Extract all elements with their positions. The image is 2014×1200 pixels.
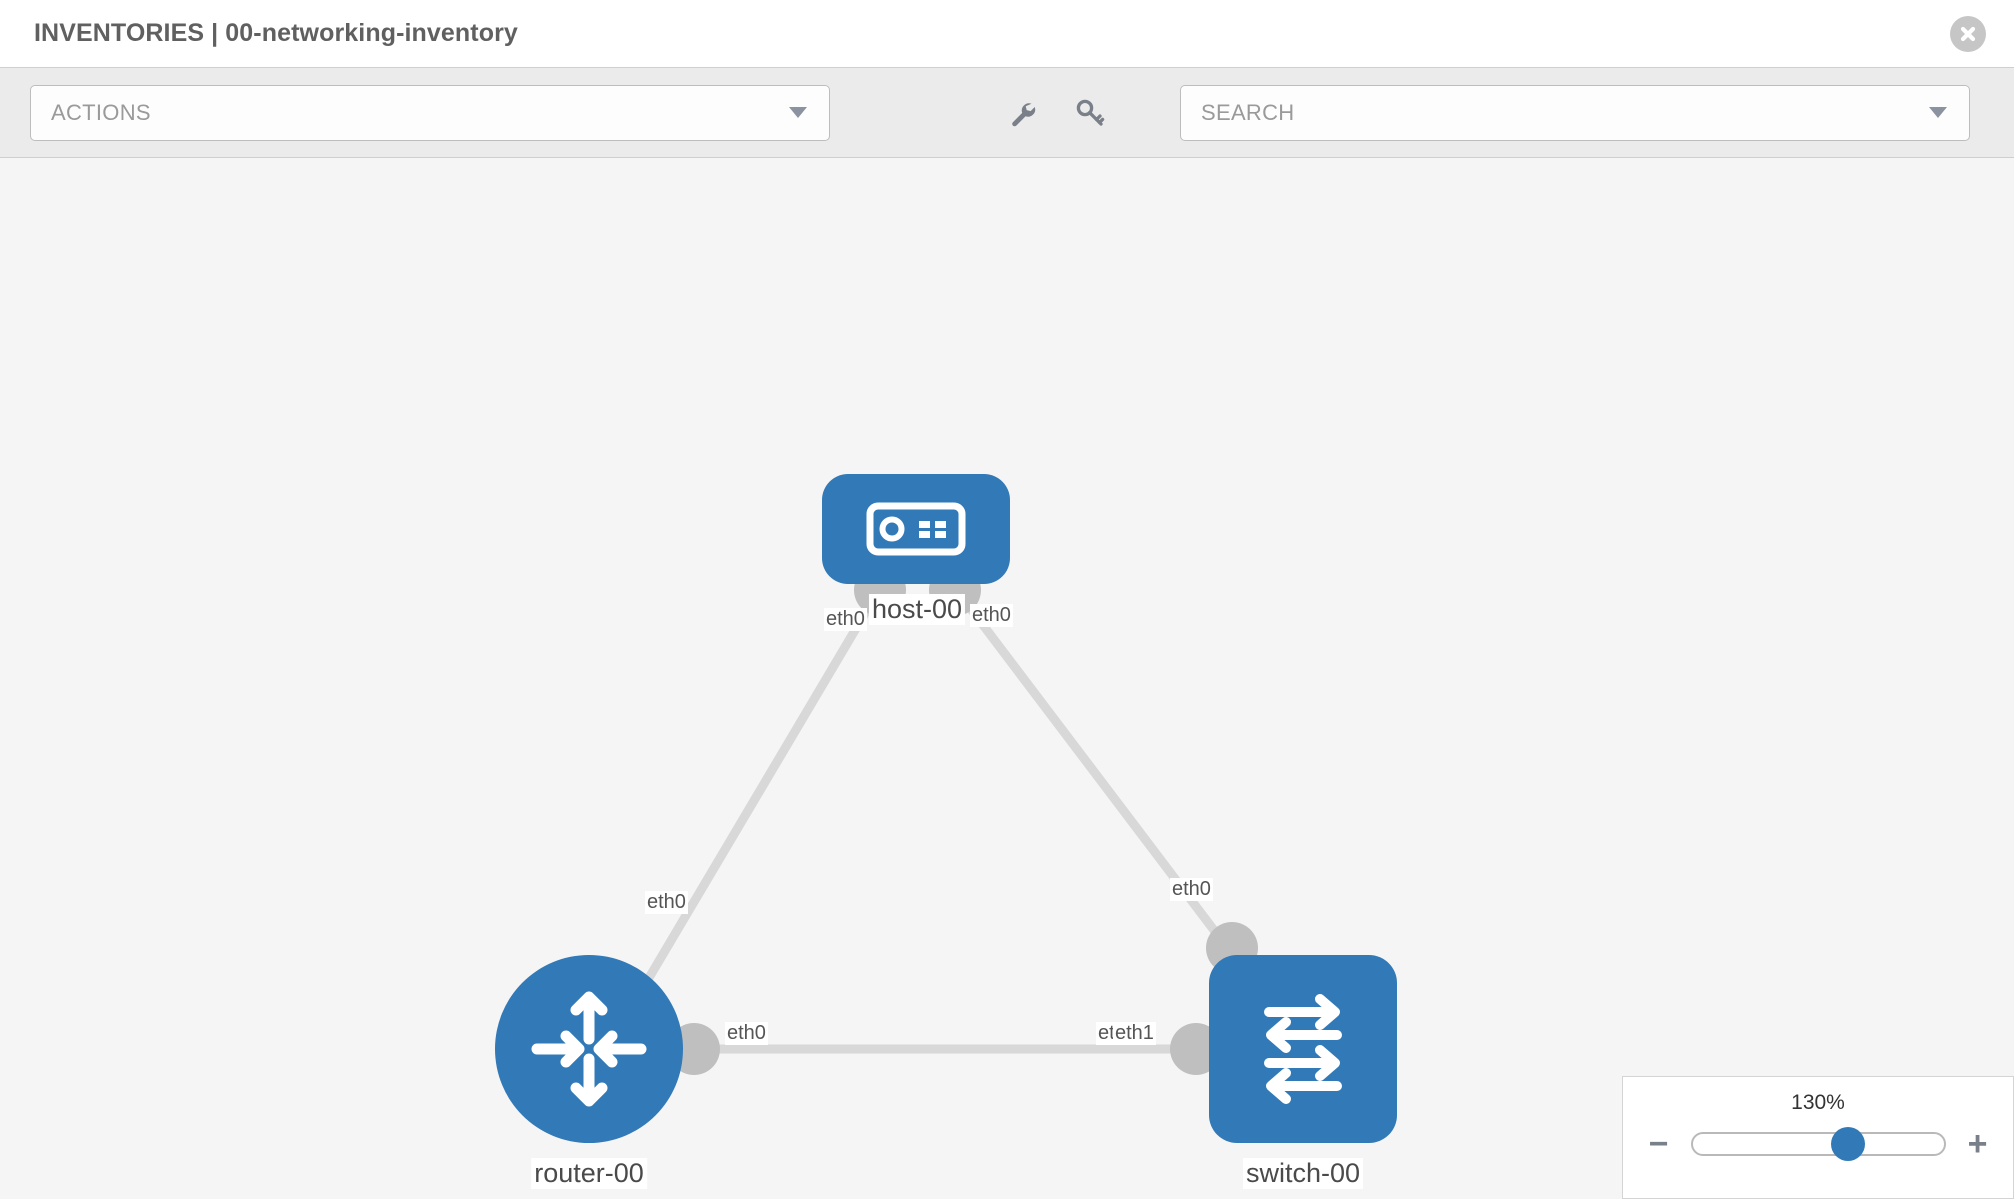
actions-dropdown-label: ACTIONS — [51, 99, 151, 125]
search-input[interactable]: SEARCH — [1180, 84, 1970, 141]
node-switch-00[interactable] — [1209, 955, 1397, 1143]
toolbar-icon-group — [1005, 96, 1107, 130]
node-label-router-00: router-00 — [531, 1158, 647, 1189]
page-header: INVENTORIES | 00-networking-inventory — [0, 0, 2014, 68]
iface-label-host-right: eth0 — [970, 604, 1013, 627]
page-title: INVENTORIES | 00-networking-inventory — [34, 19, 518, 47]
zoom-slider[interactable] — [1690, 1127, 1946, 1161]
zoom-slider-row: − + — [1623, 1127, 2013, 1161]
zoom-slider-thumb[interactable] — [1831, 1127, 1866, 1161]
link-group — [636, 585, 1239, 1054]
connector-group — [668, 564, 1258, 1075]
search-placeholder: SEARCH — [1201, 99, 1295, 125]
toolbar: ACTIONS SEARCH — [0, 68, 2014, 158]
topology-canvas[interactable]: eth0 eth0 eth0 eth0 eth0 eth0 eth1 host-… — [0, 158, 2014, 1199]
iface-label-switch-up: eth0 — [1170, 878, 1213, 901]
iface-label-router-mid: eth0 — [725, 1022, 768, 1045]
link-host-router[interactable] — [636, 585, 884, 996]
node-router-00[interactable] — [495, 955, 683, 1143]
key-icon[interactable] — [1073, 96, 1107, 130]
zoom-in-button[interactable]: + — [1967, 1125, 1988, 1163]
zoom-out-button[interactable]: − — [1648, 1125, 1669, 1163]
topology-graph — [495, 474, 1397, 1143]
node-label-switch-00: switch-00 — [1242, 1158, 1364, 1189]
iface-label-router-up: eth0 — [645, 891, 688, 914]
actions-dropdown[interactable]: ACTIONS — [30, 84, 830, 141]
zoom-control-panel: 130% − + — [1622, 1076, 2014, 1199]
node-label-host-00: host-00 — [868, 594, 966, 625]
wrench-icon[interactable] — [1005, 96, 1039, 130]
chevron-down-icon[interactable] — [1929, 107, 1947, 118]
iface-label-switch-mid-b: eth1 — [1113, 1022, 1156, 1045]
zoom-level-label: 130% — [1791, 1091, 1845, 1114]
close-icon[interactable] — [1950, 15, 1986, 52]
iface-label-host-left: eth0 — [824, 608, 867, 631]
chevron-down-icon — [789, 107, 807, 118]
link-host-switch[interactable] — [951, 585, 1239, 961]
node-host-00[interactable] — [822, 474, 1010, 584]
